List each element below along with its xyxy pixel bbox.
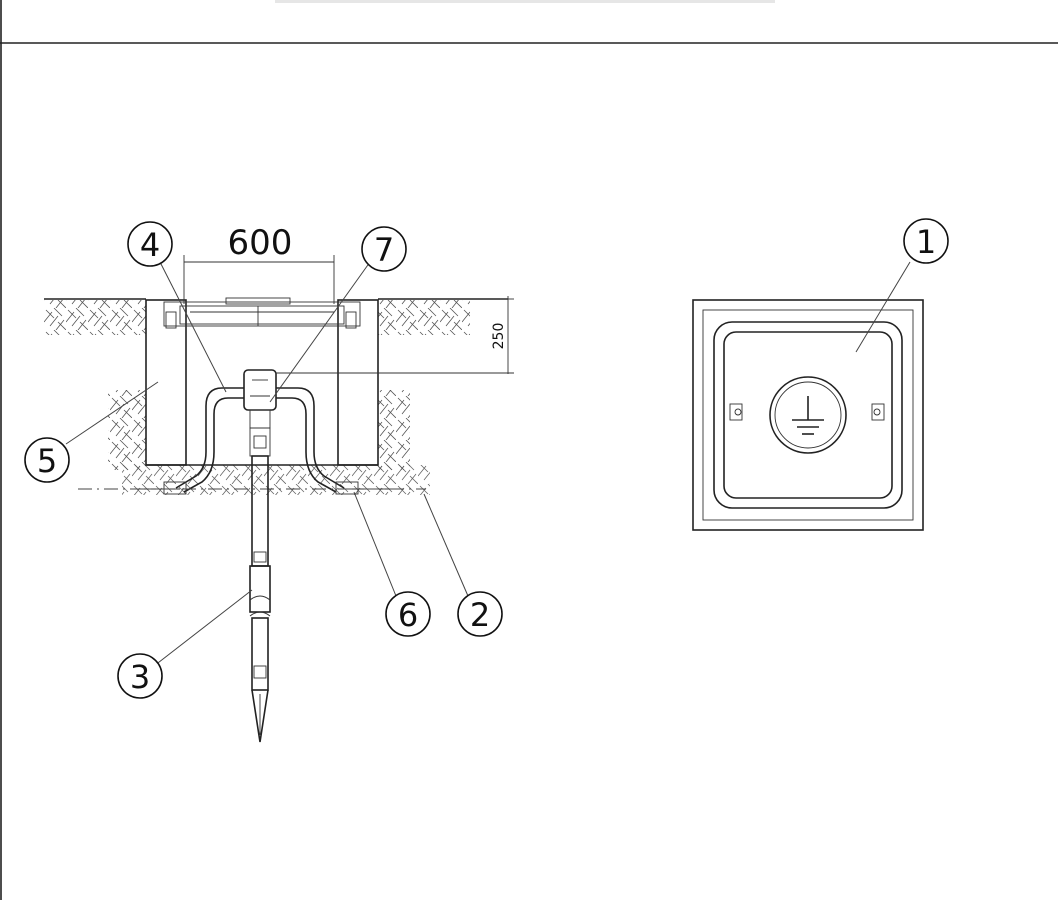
ground-surface <box>44 298 508 335</box>
callout-1: 1 <box>903 218 949 264</box>
callout-4: 4 <box>127 221 173 267</box>
plan-view: 1 <box>692 218 949 531</box>
callout-5-label: 5 <box>37 442 57 480</box>
dimension-width: 600 <box>183 223 335 304</box>
callout-5: 5 <box>24 437 70 483</box>
callout-3-label: 3 <box>130 658 150 696</box>
rod-clamp <box>243 369 277 429</box>
callout-2: 2 <box>457 591 503 637</box>
callout-7: 7 <box>361 226 407 272</box>
callout-2-label: 2 <box>470 596 490 634</box>
callout-6-label: 6 <box>398 596 418 634</box>
soil-around-pit <box>108 390 430 495</box>
concrete-walls <box>145 299 379 466</box>
depth-dimension-label: 250 <box>491 323 507 350</box>
callout-6: 6 <box>385 591 431 637</box>
dimension-depth: 250 <box>276 296 514 374</box>
callout-3: 3 <box>117 653 163 699</box>
earth-rod <box>249 427 271 743</box>
manhole-cover <box>163 297 361 329</box>
section-view: 600 250 4 7 5 <box>24 221 514 743</box>
leader-lines <box>65 261 469 667</box>
callout-1-label: 1 <box>916 223 936 261</box>
callout-4-label: 4 <box>140 226 160 264</box>
width-dimension-label: 600 <box>228 223 293 263</box>
ground-icon <box>792 396 824 435</box>
callout-7-label: 7 <box>374 231 394 269</box>
